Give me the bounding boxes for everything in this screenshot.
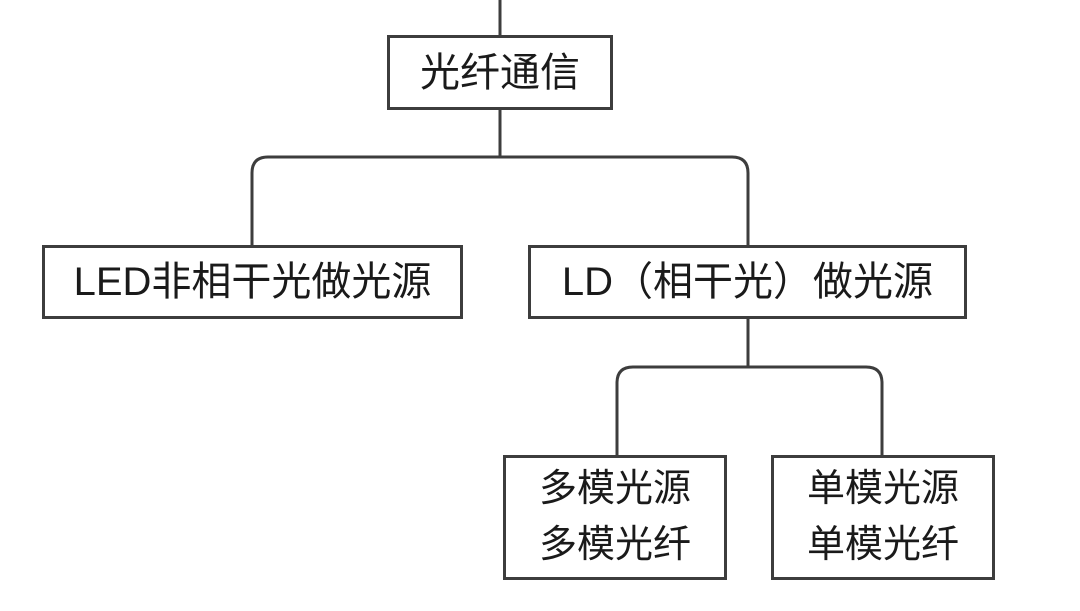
edge-ld-to-children-bracket (615, 365, 884, 455)
node-led-noncoherent-source: LED非相干光做光源 (42, 245, 463, 319)
node-label: LD（相干光）做光源 (561, 260, 934, 304)
node-label: LED非相干光做光源 (73, 260, 432, 304)
node-label-line-2: 多模光纤 (538, 523, 691, 566)
node-label-line-1: 多模光源 (538, 468, 691, 511)
node-ld-coherent-source: LD（相干光）做光源 (528, 245, 967, 319)
node-multimode: 多模光源 多模光纤 (503, 455, 727, 580)
node-label-line-2: 单模光纤 (806, 523, 959, 566)
node-label: 单模光源 单模光纤 (807, 462, 959, 572)
node-label: 光纤通信 (420, 50, 580, 95)
node-label-line-1: 单模光源 (806, 468, 959, 511)
node-fiber-optic-communication: 光纤通信 (387, 35, 613, 110)
edge-root-to-children-bracket (250, 155, 750, 245)
node-label: 多模光源 多模光纤 (539, 462, 691, 572)
node-singlemode: 单模光源 单模光纤 (771, 455, 995, 580)
